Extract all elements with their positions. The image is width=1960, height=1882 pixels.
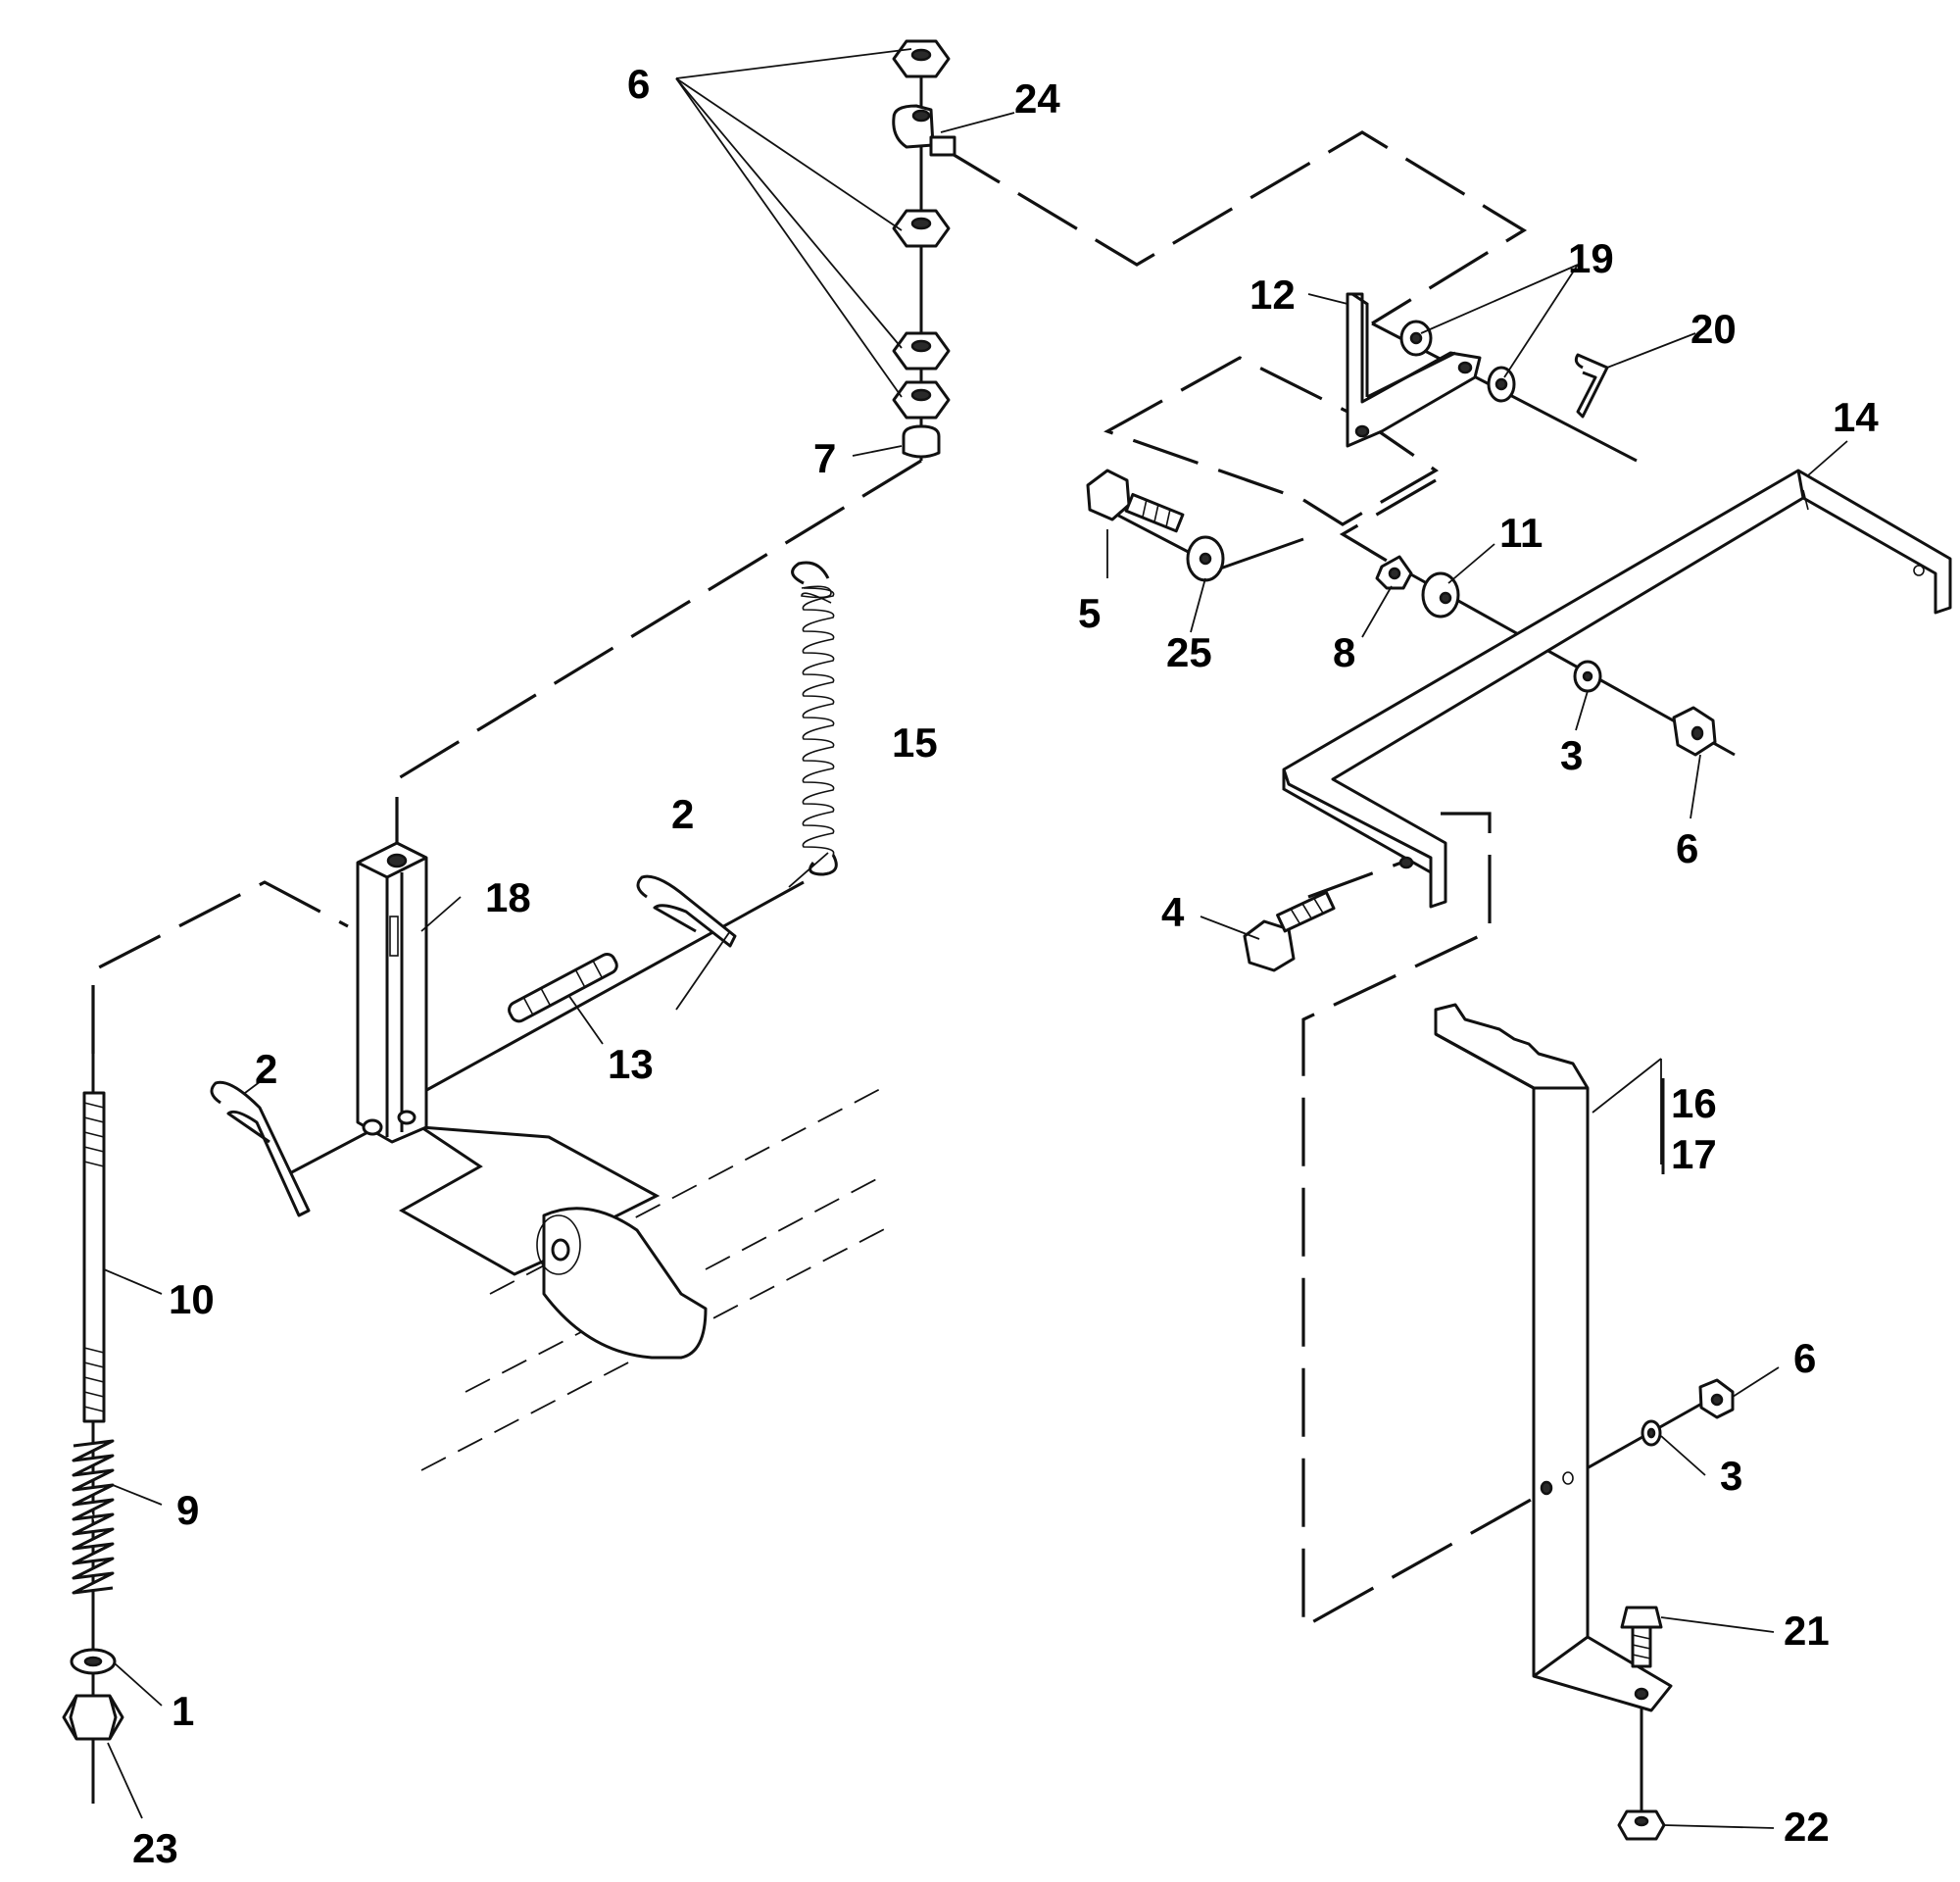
callout-5: 5 xyxy=(1078,590,1101,636)
nut-6-lower-a xyxy=(892,331,951,371)
callout-22: 22 xyxy=(1784,1804,1830,1850)
spring-15 xyxy=(791,561,838,876)
callout-7: 7 xyxy=(813,435,836,481)
spring-9 xyxy=(72,1439,115,1595)
bolt-5 xyxy=(1086,469,1185,533)
callout-8: 8 xyxy=(1333,629,1355,675)
pin-13 xyxy=(508,952,618,1023)
washer-19-a xyxy=(1399,320,1433,357)
callout-21: 21 xyxy=(1784,1608,1830,1654)
nut-22 xyxy=(1617,1809,1666,1841)
bolt-21 xyxy=(1620,1606,1663,1668)
callout-6-lower: 6 xyxy=(1793,1335,1816,1381)
hairpin-2-right xyxy=(636,874,737,948)
bolt-4 xyxy=(1243,890,1336,972)
bracket-16-17 xyxy=(1434,1003,1673,1712)
channel-18 xyxy=(356,841,428,1144)
callout-14: 14 xyxy=(1833,394,1879,440)
bracket-12 xyxy=(1346,292,1482,448)
nut-23 xyxy=(62,1694,124,1741)
callout-2-left: 2 xyxy=(255,1046,277,1092)
callout-11: 11 xyxy=(1499,510,1543,556)
callout-9: 9 xyxy=(176,1487,199,1533)
nut-6-lower-b xyxy=(892,380,951,420)
cap-7 xyxy=(902,424,941,459)
rod-10 xyxy=(82,1091,106,1423)
washer-25 xyxy=(1186,535,1225,582)
callout-17: 17 xyxy=(1671,1131,1717,1177)
callout-12: 12 xyxy=(1250,272,1296,318)
washer-1 xyxy=(70,1648,117,1675)
pivot-pin-24 xyxy=(892,104,956,157)
washer-3-upper xyxy=(1573,660,1602,693)
nut-6-lower-right xyxy=(1698,1378,1735,1419)
clip-20 xyxy=(1574,353,1609,419)
arm-bushing xyxy=(536,1207,708,1360)
spacer-11 xyxy=(1421,571,1460,619)
callout-4: 4 xyxy=(1161,889,1185,935)
callout-16: 16 xyxy=(1671,1080,1717,1126)
callout-20: 20 xyxy=(1690,306,1737,352)
nut-6-top xyxy=(892,39,951,78)
washer-8 xyxy=(1375,555,1413,590)
callout-1: 1 xyxy=(172,1688,194,1734)
arm-14 xyxy=(1282,469,1952,909)
callout-2-right: 2 xyxy=(671,791,694,837)
hairpin-2-left xyxy=(210,1080,311,1217)
assembly-lines xyxy=(91,54,1736,1823)
callout-25: 25 xyxy=(1166,629,1212,675)
nut-6-mid xyxy=(892,209,951,248)
callouts: 6 24 7 12 19 20 14 5 25 8 11 3 6 4 15 2 … xyxy=(132,61,1879,1871)
callout-13: 13 xyxy=(608,1041,654,1087)
callout-24: 24 xyxy=(1014,75,1060,122)
callout-19: 19 xyxy=(1568,235,1614,281)
callout-10: 10 xyxy=(169,1276,215,1322)
callout-3-lower: 3 xyxy=(1720,1453,1742,1499)
callout-6-right: 6 xyxy=(1676,825,1698,871)
callout-15: 15 xyxy=(892,719,938,766)
callout-18: 18 xyxy=(485,874,531,920)
leader-lines xyxy=(103,48,1848,1829)
callout-23: 23 xyxy=(132,1825,178,1871)
washer-3-lower xyxy=(1641,1419,1662,1447)
nut-6-right xyxy=(1672,706,1717,757)
washer-19-b xyxy=(1487,366,1516,403)
callout-3-upper: 3 xyxy=(1560,732,1583,778)
callout-6-top: 6 xyxy=(627,61,650,107)
